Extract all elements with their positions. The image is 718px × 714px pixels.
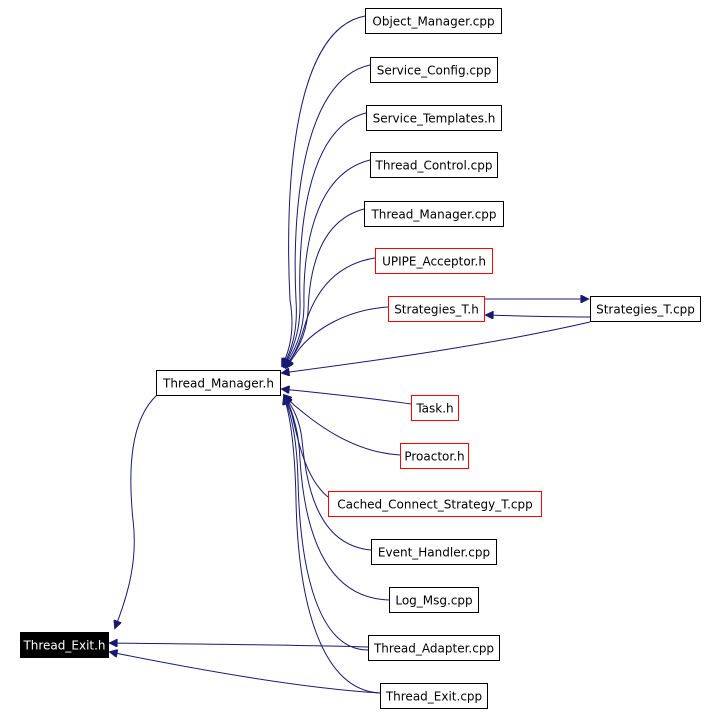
node-box <box>371 539 497 565</box>
node-thread-control-cpp[interactable]: Thread_Control.cpp <box>370 152 498 178</box>
node-label: Cached_Connect_Strategy_T.cpp <box>337 498 533 512</box>
node-box <box>389 587 479 613</box>
edge-cached-connect-strategy-t-cpp-to-thread-manager-h <box>284 396 329 498</box>
node-service-config-cpp[interactable]: Service_Config.cpp <box>370 57 498 83</box>
edge-upipe-acceptor-h-to-thread-manager-h <box>286 257 376 367</box>
node-box <box>20 632 109 658</box>
node-box <box>400 443 469 469</box>
edge-thread-manager-cpp-to-thread-manager-h <box>285 208 365 367</box>
edge-strategies-t-cpp-to-strategies-t-h <box>486 315 591 317</box>
node-event-handler-cpp[interactable]: Event_Handler.cpp <box>371 539 497 565</box>
node-service-templates-h[interactable]: Service_Templates.h <box>366 105 502 131</box>
edge-thread-adapter-cpp-to-thread-manager-h <box>284 397 369 651</box>
node-strategies-t-cpp[interactable]: Strategies_T.cpp <box>590 296 701 322</box>
node-box <box>364 201 504 227</box>
edge-thread-adapter-cpp-to-thread-exit-h <box>110 643 369 648</box>
edge-strategies-t-h-to-thread-manager-h <box>286 306 389 368</box>
node-upipe-acceptor-h[interactable]: UPIPE_Acceptor.h <box>375 248 493 274</box>
nodes-layer: Thread_Exit.h Thread_Manager.h Object_Mana… <box>20 8 701 709</box>
edge-event-handler-cpp-to-thread-manager-h <box>285 396 372 551</box>
edge-service-templates-h-to-thread-manager-h <box>284 112 367 366</box>
node-box <box>590 296 701 322</box>
edge-service-config-cpp-to-thread-manager-h <box>283 64 371 366</box>
node-thread-exit-cpp[interactable]: Thread_Exit.cpp <box>380 683 488 709</box>
node-label: UPIPE_Acceptor.h <box>382 255 486 269</box>
node-thread-exit-h[interactable]: Thread_Exit.h <box>20 632 109 658</box>
node-box <box>411 395 459 421</box>
node-strategies-t-h[interactable]: Strategies_T.h <box>388 296 485 322</box>
node-label: Thread_Adapter.cpp <box>373 642 494 656</box>
edge-log-msg-cpp-to-thread-manager-h <box>285 396 390 601</box>
node-task-h[interactable]: Task.h <box>411 395 459 421</box>
node-box <box>365 8 502 34</box>
node-label: Log_Msg.cpp <box>395 594 472 608</box>
node-box <box>380 683 488 709</box>
node-label: Event_Handler.cpp <box>378 546 490 560</box>
edge-thread-exit-cpp-to-thread-exit-h <box>110 652 381 694</box>
node-box <box>328 491 542 517</box>
node-label: Thread_Manager.cpp <box>370 208 496 222</box>
edge-object-manager-cpp-to-thread-manager-h <box>282 15 366 366</box>
node-proactor-h[interactable]: Proactor.h <box>400 443 469 469</box>
node-label: Thread_Control.cpp <box>375 159 493 173</box>
node-thread-adapter-cpp[interactable]: Thread_Adapter.cpp <box>368 635 500 661</box>
node-box <box>370 57 498 83</box>
node-thread-manager-h[interactable]: Thread_Manager.h <box>156 370 281 396</box>
edge-proactor-h-to-thread-manager-h <box>284 395 401 456</box>
node-label: Thread_Manager.h <box>162 377 274 391</box>
node-box <box>156 370 281 396</box>
node-box <box>375 248 493 274</box>
node-box <box>368 635 500 661</box>
node-label: Service_Config.cpp <box>377 64 492 78</box>
node-label: Strategies_T.cpp <box>596 303 695 317</box>
node-label: Thread_Exit.h <box>22 639 105 653</box>
edge-thread-manager-h-to-thread-exit-h <box>115 394 158 628</box>
edge-task-h-to-thread-manager-h <box>282 389 412 405</box>
node-log-msg-cpp[interactable]: Log_Msg.cpp <box>389 587 479 613</box>
edge-thread-exit-cpp-to-thread-manager-h <box>284 397 381 694</box>
node-label: Object_Manager.cpp <box>372 15 494 29</box>
edges-layer <box>110 15 591 694</box>
node-label: Task.h <box>415 402 453 416</box>
node-label: Service_Templates.h <box>373 112 496 126</box>
edge-thread-control-cpp-to-thread-manager-h <box>284 159 371 367</box>
node-box <box>366 105 502 131</box>
node-cached-connect-strategy-t-cpp[interactable]: Cached_Connect_Strategy_T.cpp <box>328 491 542 517</box>
node-thread-manager-cpp[interactable]: Thread_Manager.cpp <box>364 201 504 227</box>
node-object-manager-cpp[interactable]: Object_Manager.cpp <box>365 8 502 34</box>
node-label: Proactor.h <box>404 450 464 464</box>
node-box <box>370 152 498 178</box>
node-label: Strategies_T.h <box>394 303 479 317</box>
node-label: Thread_Exit.cpp <box>385 690 482 704</box>
node-box <box>388 296 485 322</box>
edge-strategies-t-cpp-to-thread-manager-h <box>282 321 591 373</box>
